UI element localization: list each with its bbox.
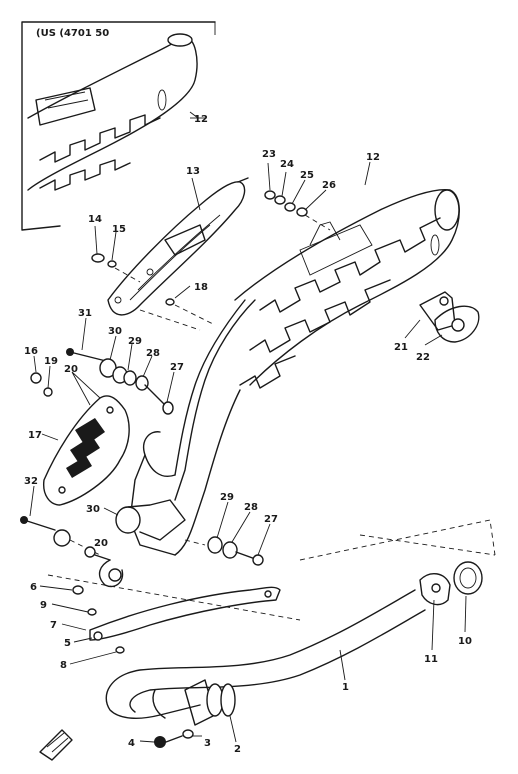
bolt-assembly-upper bbox=[66, 348, 174, 415]
label-10: 10 bbox=[458, 636, 472, 647]
bolt-assembly-lower bbox=[207, 536, 264, 566]
label-22: 22 bbox=[416, 352, 430, 363]
label-20b: 20 bbox=[94, 538, 108, 549]
label-23: 23 bbox=[262, 149, 276, 160]
heel-guard-17 bbox=[43, 395, 130, 506]
guide-lines bbox=[47, 309, 496, 621]
label-31: 31 bbox=[78, 308, 92, 319]
label-27a: 27 bbox=[170, 362, 184, 373]
label-12: 12 bbox=[366, 152, 380, 163]
stay-bar bbox=[72, 585, 281, 654]
label-6: 6 bbox=[30, 582, 37, 593]
label-16: 16 bbox=[24, 346, 38, 357]
leader-lines bbox=[29, 117, 467, 743]
label-25: 25 bbox=[300, 170, 314, 181]
label-inset-12: 12 bbox=[194, 114, 208, 125]
label-18a: 18 bbox=[194, 282, 208, 293]
label-29b: 29 bbox=[220, 492, 234, 503]
label-30b: 30 bbox=[86, 504, 100, 515]
label-5: 5 bbox=[64, 638, 71, 649]
heat-shield-13 bbox=[107, 177, 249, 316]
bracket-21-22 bbox=[419, 291, 480, 343]
label-2: 2 bbox=[234, 744, 241, 755]
label-29a: 29 bbox=[128, 336, 142, 347]
inset-box bbox=[21, 21, 216, 231]
label-4: 4 bbox=[128, 738, 135, 749]
label-17: 17 bbox=[28, 430, 42, 441]
label-30a: 30 bbox=[108, 326, 122, 337]
header-pipe-body bbox=[129, 299, 256, 556]
label-13: 13 bbox=[186, 166, 200, 177]
label-8: 8 bbox=[60, 660, 67, 671]
exhaust-pipe-1 bbox=[105, 561, 483, 748]
inset-title: (US (4701 50 bbox=[36, 28, 109, 39]
bolts-14-15 bbox=[91, 253, 141, 283]
label-28a: 28 bbox=[146, 348, 160, 359]
label-32: 32 bbox=[24, 476, 38, 487]
main-muffler-12 bbox=[234, 188, 460, 389]
label-26: 26 bbox=[322, 180, 336, 191]
label-21: 21 bbox=[394, 342, 408, 353]
label-7: 7 bbox=[50, 620, 57, 631]
label-28b: 28 bbox=[244, 502, 258, 513]
label-20a: 20 bbox=[64, 364, 78, 375]
label-24: 24 bbox=[280, 159, 294, 170]
label-3: 3 bbox=[204, 738, 211, 749]
label-9a: 9 bbox=[40, 600, 47, 611]
label-27b: 27 bbox=[264, 514, 278, 525]
bolts-23-26 bbox=[264, 190, 331, 231]
bolts-16-19 bbox=[30, 372, 53, 397]
label-15: 15 bbox=[112, 224, 126, 235]
label-14: 14 bbox=[88, 214, 102, 225]
lower-mount bbox=[84, 499, 186, 588]
collar-18 bbox=[165, 298, 216, 326]
label-11: 11 bbox=[424, 654, 438, 665]
front-arrow-icon bbox=[39, 729, 73, 761]
label-19: 19 bbox=[44, 356, 58, 367]
label-1: 1 bbox=[342, 682, 349, 693]
